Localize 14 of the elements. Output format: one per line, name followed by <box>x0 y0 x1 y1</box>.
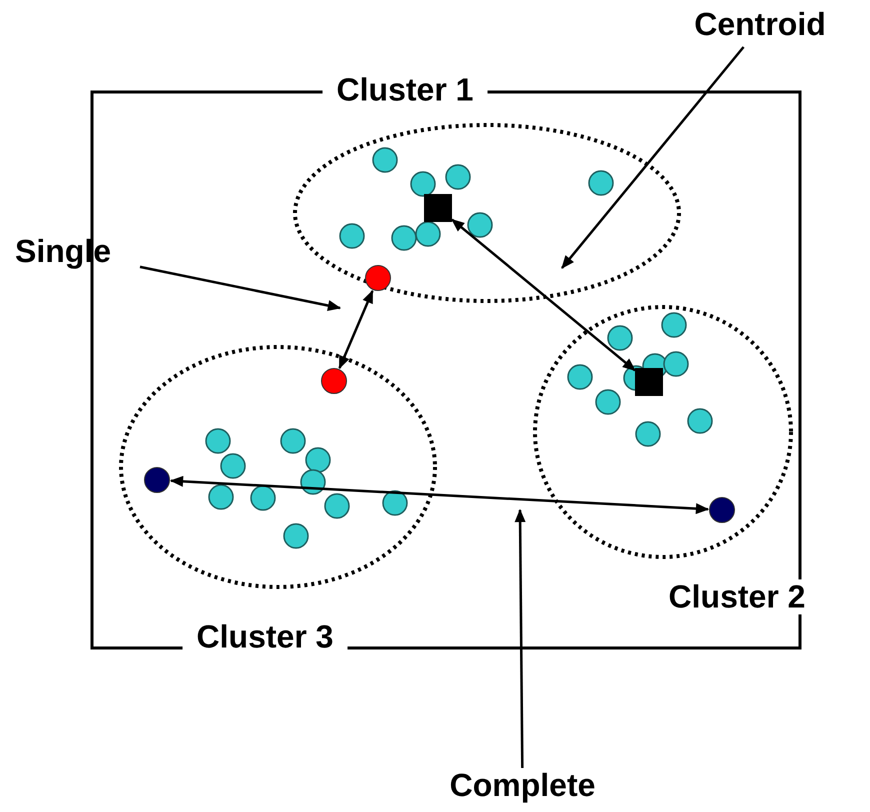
cluster-point <box>365 265 391 291</box>
cluster-point <box>321 368 347 394</box>
callout-label: Centroid <box>693 7 827 42</box>
distance-arrow <box>451 218 636 372</box>
distance-arrow <box>561 46 745 269</box>
leader-line <box>140 266 342 311</box>
centroid-marker <box>635 368 663 396</box>
cluster-point <box>144 467 170 493</box>
cluster-point <box>709 497 735 523</box>
centroid-marker <box>424 194 452 222</box>
leader-line <box>514 508 526 768</box>
callout-label: Complete <box>448 768 596 804</box>
distance-arrow <box>170 476 710 514</box>
distance-arrow <box>338 290 374 370</box>
